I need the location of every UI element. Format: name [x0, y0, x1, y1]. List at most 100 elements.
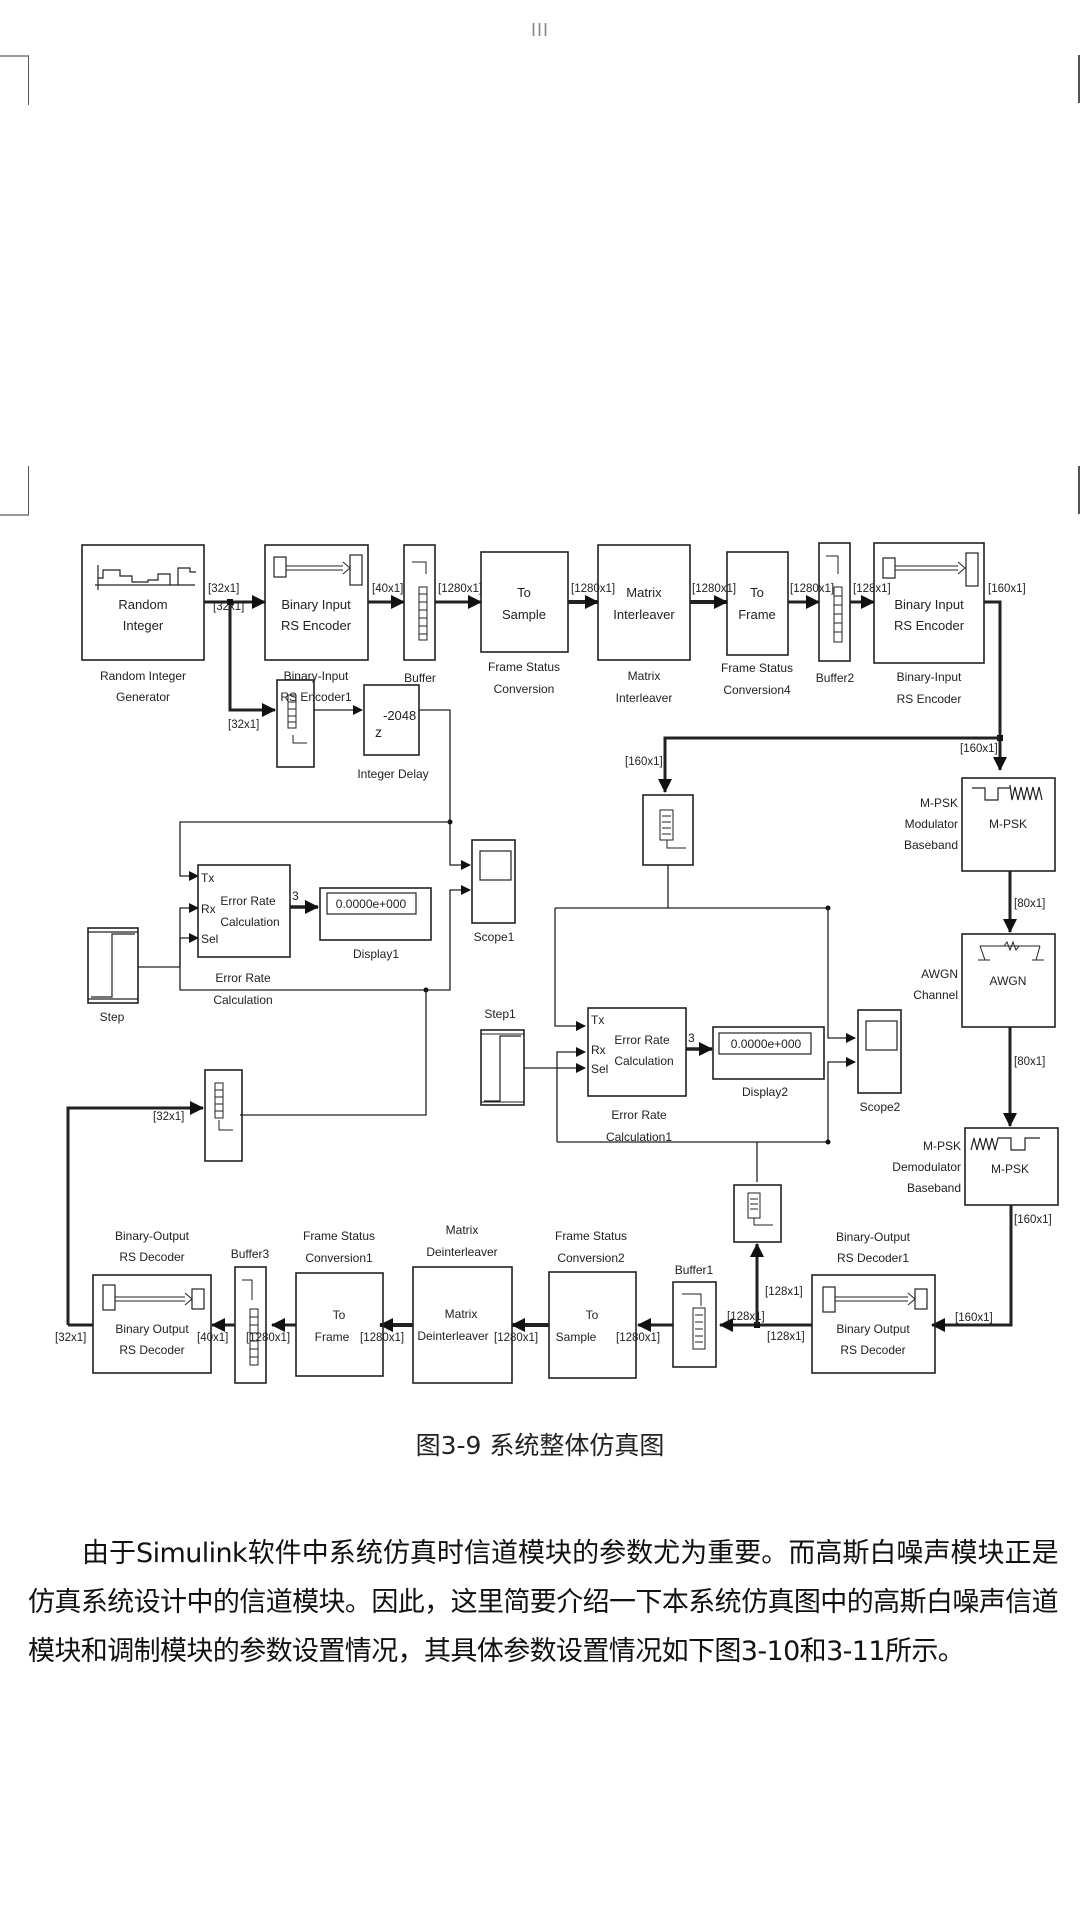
rs-encoder1-icon-line1: Binary Input [281, 597, 351, 612]
deinterleaver-icon-line2: Deinterleaver [417, 1329, 488, 1343]
frame-status-conversion2-block[interactable] [548, 1271, 637, 1379]
display2-block[interactable] [712, 1026, 825, 1080]
rs-decoder-label-line2: RS Decoder [119, 1250, 184, 1264]
mpsk-mod-label-line2: Modulator [905, 817, 958, 831]
matrix-interleaver-block[interactable] [597, 544, 691, 661]
scope2-label: Scope2 [860, 1100, 901, 1114]
dim-label: [1280x1] [246, 1332, 290, 1344]
deinterleaver-label-line2: Deinterleaver [426, 1245, 497, 1259]
awgn-icon-text: AWGN [990, 974, 1027, 988]
buffer2-label: Buffer2 [816, 671, 855, 685]
frame-status-conversion4-block[interactable] [726, 551, 789, 656]
port-sel: Sel [591, 1062, 608, 1076]
step-icon [484, 1035, 521, 1102]
step1-label: Step1 [484, 1007, 516, 1021]
rs-encoder-icon-line1: Binary Input [894, 597, 964, 612]
port-rx: Rx [201, 902, 216, 916]
step1-block[interactable] [480, 1029, 525, 1106]
error-rate-calculation1-block[interactable] [587, 1007, 687, 1097]
mpsk-demod-icon-text: M-PSK [991, 1162, 1029, 1176]
simulink-diagram: Random Integer Random Integer Generator … [55, 542, 1059, 1384]
unbuffer-icon [287, 694, 307, 744]
rs-encoder-label-line1: Binary-Input [897, 670, 962, 684]
body-paragraph: 由于Simulink软件中系统仿真时信道模块的参数尤为重要。而高斯白噪声模块正是… [28, 1538, 1059, 1667]
unbuffer-icon [214, 1082, 233, 1131]
buffer1-block[interactable] [672, 1281, 717, 1368]
rs-encoder1-icon-line2: RS Encoder [281, 618, 352, 633]
unbuffer-block[interactable] [276, 679, 315, 768]
dim-label: [160x1] [960, 743, 998, 755]
dim-label: [1280x1] [360, 1332, 404, 1344]
mpsk-demod-label-line2: Demodulator [892, 1160, 961, 1174]
error-rate-label-line2: Calculation [213, 993, 272, 1007]
fsc1-icon-line1: To [333, 1308, 346, 1322]
dim-label: [160x1] [955, 1312, 993, 1324]
rs-decoder1-icon-line2: RS Decoder [840, 1343, 905, 1357]
rs-decoder-icon-line1: Binary Output [115, 1322, 189, 1336]
rs-encoder1-label-line1: Binary-Input [284, 669, 349, 683]
frame-status-conversion1-block[interactable] [295, 1272, 384, 1377]
mpsk-wave-icon [972, 784, 1043, 801]
rs-decoder1-label-line1: Binary-Output [836, 1230, 911, 1244]
port-tx: Tx [591, 1013, 604, 1027]
awgn-label-line2: Channel [913, 988, 958, 1002]
step-left-block[interactable] [87, 927, 139, 1004]
scope1-block[interactable] [471, 839, 516, 924]
rs-decoder-icon-line2: RS Decoder [119, 1343, 184, 1357]
scope2-block[interactable] [857, 1009, 902, 1094]
fsc-label-line1: Frame Status [488, 660, 560, 674]
error-rate1-label-line2: Calculation1 [606, 1130, 672, 1144]
scope1-label: Scope1 [474, 930, 515, 944]
dim-label: [32x1] [213, 601, 244, 613]
buffer-icon [826, 555, 843, 643]
scope-screen-icon [865, 1020, 898, 1051]
fsc4-icon-line1: To [750, 585, 764, 600]
figure-caption: 图3-9 系统整体仿真图 [415, 1431, 665, 1460]
buffer3-block[interactable] [234, 1266, 267, 1384]
unbuffer-icon [747, 1192, 773, 1226]
buffer-icon [682, 1293, 706, 1350]
random-signal-icon [95, 565, 196, 590]
error-rate1-icon-line1: Error Rate [614, 1033, 670, 1047]
unbuffer3-block[interactable] [642, 794, 694, 866]
crop-mark-mid-right [1078, 466, 1080, 514]
buffer2-block[interactable] [818, 542, 851, 662]
random-integer-label-line1: Random Integer [100, 669, 186, 683]
buffer-block[interactable] [403, 544, 436, 661]
frame-status-conversion-block[interactable] [480, 551, 569, 653]
fsc2-icon-line1: To [586, 1308, 599, 1322]
unbuffer4-block[interactable] [733, 1184, 782, 1243]
interleaver-icon-line1: Matrix [626, 585, 662, 600]
step-label: Step [100, 1010, 125, 1024]
dim-label: [40x1] [372, 583, 403, 595]
dim-label: [1280x1] [692, 583, 736, 595]
error-rate-icon-line1: Error Rate [220, 894, 276, 908]
fsc2-label-line1: Frame Status [555, 1229, 627, 1243]
buffer-icon [412, 561, 428, 641]
unbuffer-icon [659, 809, 686, 849]
integer-delay-block[interactable] [363, 684, 420, 756]
dim-label: [32x1] [55, 1332, 86, 1344]
fsc-label-line2: Conversion [494, 682, 555, 696]
dim-label: [80x1] [1014, 898, 1045, 910]
rs-decoder-label-line1: Binary-Output [115, 1229, 190, 1243]
dim-label: [160x1] [988, 583, 1026, 595]
fsc4-label-line2: Conversion4 [723, 683, 791, 697]
dim-label: [128x1] [853, 583, 891, 595]
matrix-deinterleaver-block[interactable] [412, 1266, 513, 1384]
scope-screen-icon [479, 850, 512, 881]
fsc1-icon-line2: Frame [315, 1330, 350, 1344]
fsc2-label-line2: Conversion2 [557, 1251, 625, 1265]
unbuffer2-block[interactable] [204, 1069, 243, 1162]
dim-label: [1280x1] [571, 583, 615, 595]
dim-label: [80x1] [1014, 1056, 1045, 1068]
error-rate1-label-line1: Error Rate [611, 1108, 667, 1122]
display1-block[interactable] [319, 887, 432, 941]
dim-label: [1280x1] [790, 583, 834, 595]
dim-label: [32x1] [153, 1111, 184, 1123]
dim-label: [32x1] [208, 583, 239, 595]
random-integer-label-line2: Generator [116, 690, 170, 704]
crop-mark-top-right [1078, 55, 1080, 103]
error-rate-icon-line2: Calculation [220, 915, 279, 929]
dim-label: [160x1] [1014, 1214, 1052, 1226]
